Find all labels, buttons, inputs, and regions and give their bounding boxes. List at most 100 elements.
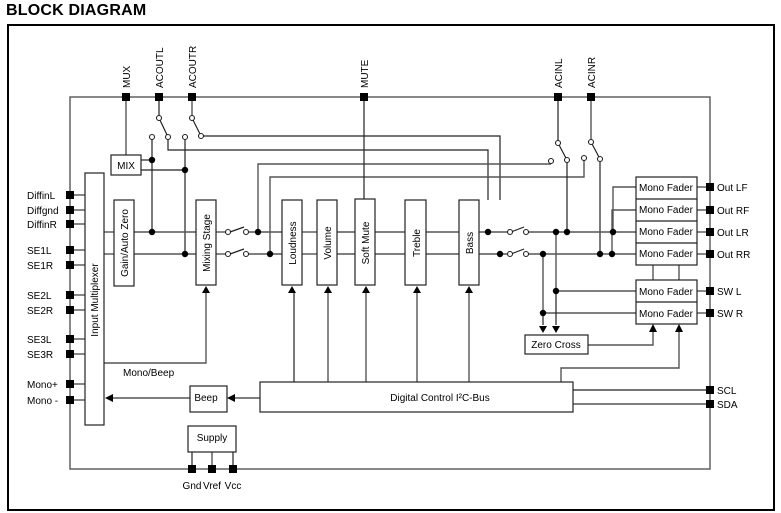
supply-label: Supply	[197, 433, 228, 444]
junction-dot	[608, 250, 616, 258]
switch-acoutr	[191, 117, 202, 137]
switch-contact	[188, 114, 196, 122]
pin-label-sda: SDA	[717, 400, 738, 411]
diagram-title: BLOCK DIAGRAM	[6, 2, 147, 19]
gain-auto-zero-label: Gain/Auto Zero	[120, 209, 131, 277]
bass-block	[458, 199, 480, 286]
mono-fader-swr-label: Mono Fader	[639, 309, 694, 320]
wire-swr	[542, 254, 636, 314]
switch-contact	[596, 155, 604, 163]
pin-vcc	[229, 465, 237, 473]
mixing-stage-label: Mixing Stage	[202, 214, 213, 272]
pin-label-sw-l: SW L	[717, 287, 742, 298]
pin-acinl	[554, 93, 562, 101]
arrow-soft-mute	[362, 286, 370, 293]
beep-block	[189, 385, 228, 413]
pin-label-se3l: SE3L	[27, 335, 52, 346]
treble-label: Treble	[412, 229, 423, 257]
junction-dot	[539, 309, 547, 317]
arrow-treble	[413, 286, 421, 293]
zero-cross-block	[524, 334, 589, 355]
pin-acoutr	[188, 93, 196, 101]
mono-fader-rr-label: Mono Fader	[639, 249, 694, 260]
pin-label-se2l: SE2L	[27, 291, 52, 302]
mix-label: MIX	[117, 161, 135, 172]
switch-contact	[547, 157, 555, 165]
junctions	[148, 156, 617, 317]
junction-dot	[484, 228, 492, 236]
switch-contact	[522, 250, 530, 258]
pin-out-rr	[706, 250, 714, 258]
loudness-block	[281, 199, 303, 286]
pin-label-se1r: SE1R	[27, 261, 53, 272]
arrow-loudness	[288, 286, 296, 293]
switch-out-r	[510, 248, 525, 255]
pin-se1l	[66, 246, 74, 254]
wire-acoutl-out	[167, 137, 489, 200]
pin-scl	[706, 386, 714, 394]
arrow-beep-mux	[105, 394, 113, 402]
switch-contact	[155, 114, 163, 122]
zero-cross-label: Zero Cross	[531, 340, 580, 351]
loudness-label: Loudness	[288, 221, 299, 264]
switch-acinl	[557, 142, 568, 161]
wire-acoutr-out	[201, 135, 501, 200]
junction-dot	[496, 250, 504, 258]
digital-control-label: Digital Control I²C-Bus	[390, 393, 489, 404]
pin-label-vref: Vref	[203, 481, 221, 492]
pin-sw-r	[706, 309, 714, 317]
pin-out-lr	[706, 228, 714, 236]
input-multiplexer-label: Input Multiplexer	[90, 263, 101, 337]
pin-diffgnd	[66, 206, 74, 214]
pin-label-diffinr: DiffinR	[27, 220, 57, 231]
pin-label-out-lf: Out LF	[717, 183, 748, 194]
pin-label-out-lr: Out LR	[717, 228, 749, 239]
pin-label-se2r: SE2R	[27, 306, 53, 317]
volume-block	[316, 199, 338, 286]
mono-fader-lf-label: Mono Fader	[639, 183, 694, 194]
pin-label-acinl: ACINL	[554, 58, 565, 88]
pin-label-mux: MUX	[122, 65, 133, 88]
wire-fader-rf	[611, 209, 636, 254]
wire-fader-lf	[612, 186, 636, 232]
pin-label-mono: Mono+	[27, 380, 58, 391]
junction-dot	[148, 156, 156, 164]
junction-dot	[552, 287, 560, 295]
pin-label-gnd: Gnd	[183, 481, 202, 492]
switch-contact	[522, 228, 530, 236]
mono-fader-lr-label: Mono Fader	[639, 227, 694, 238]
pin-sda	[706, 400, 714, 408]
pin-se1r	[66, 261, 74, 269]
junction-dot	[539, 250, 547, 258]
volume-label: Volume	[323, 226, 334, 260]
mix-block	[110, 154, 142, 176]
junction-dot	[266, 250, 274, 258]
pin-label-acinr: ACINR	[587, 57, 598, 88]
switch-contact	[164, 133, 172, 141]
mono-fader-group-front: Mono Fader Mono Fader Mono Fader Mono Fa…	[635, 176, 698, 266]
pin-sw-l	[706, 287, 714, 295]
junction-dot	[563, 228, 571, 236]
wire-mono-beep	[104, 293, 207, 364]
junction-dot	[148, 228, 156, 236]
switch-contact	[587, 138, 595, 146]
pin-label-scl: SCL	[717, 386, 737, 397]
arrow-dc-beep	[227, 394, 235, 402]
pin-diffinr	[66, 220, 74, 228]
switch-contact	[242, 228, 250, 236]
switch-main-r	[229, 248, 245, 255]
pin-label-se3r: SE3R	[27, 350, 53, 361]
pin-gnd	[188, 465, 196, 473]
switch-acinr	[590, 141, 601, 160]
pin-label-mute: MUTE	[360, 59, 371, 88]
arrow-dc-fader	[675, 324, 683, 332]
switch-contacts	[148, 114, 604, 258]
chip-boundary	[69, 96, 711, 470]
pin-se2r	[66, 306, 74, 314]
pin-se2l	[66, 291, 74, 299]
wire-zc-fader	[588, 332, 654, 346]
arrow-zc-fader	[649, 324, 657, 332]
switch-contact	[224, 228, 232, 236]
bass-label: Bass	[465, 232, 476, 254]
switch-acoutl	[158, 117, 169, 138]
